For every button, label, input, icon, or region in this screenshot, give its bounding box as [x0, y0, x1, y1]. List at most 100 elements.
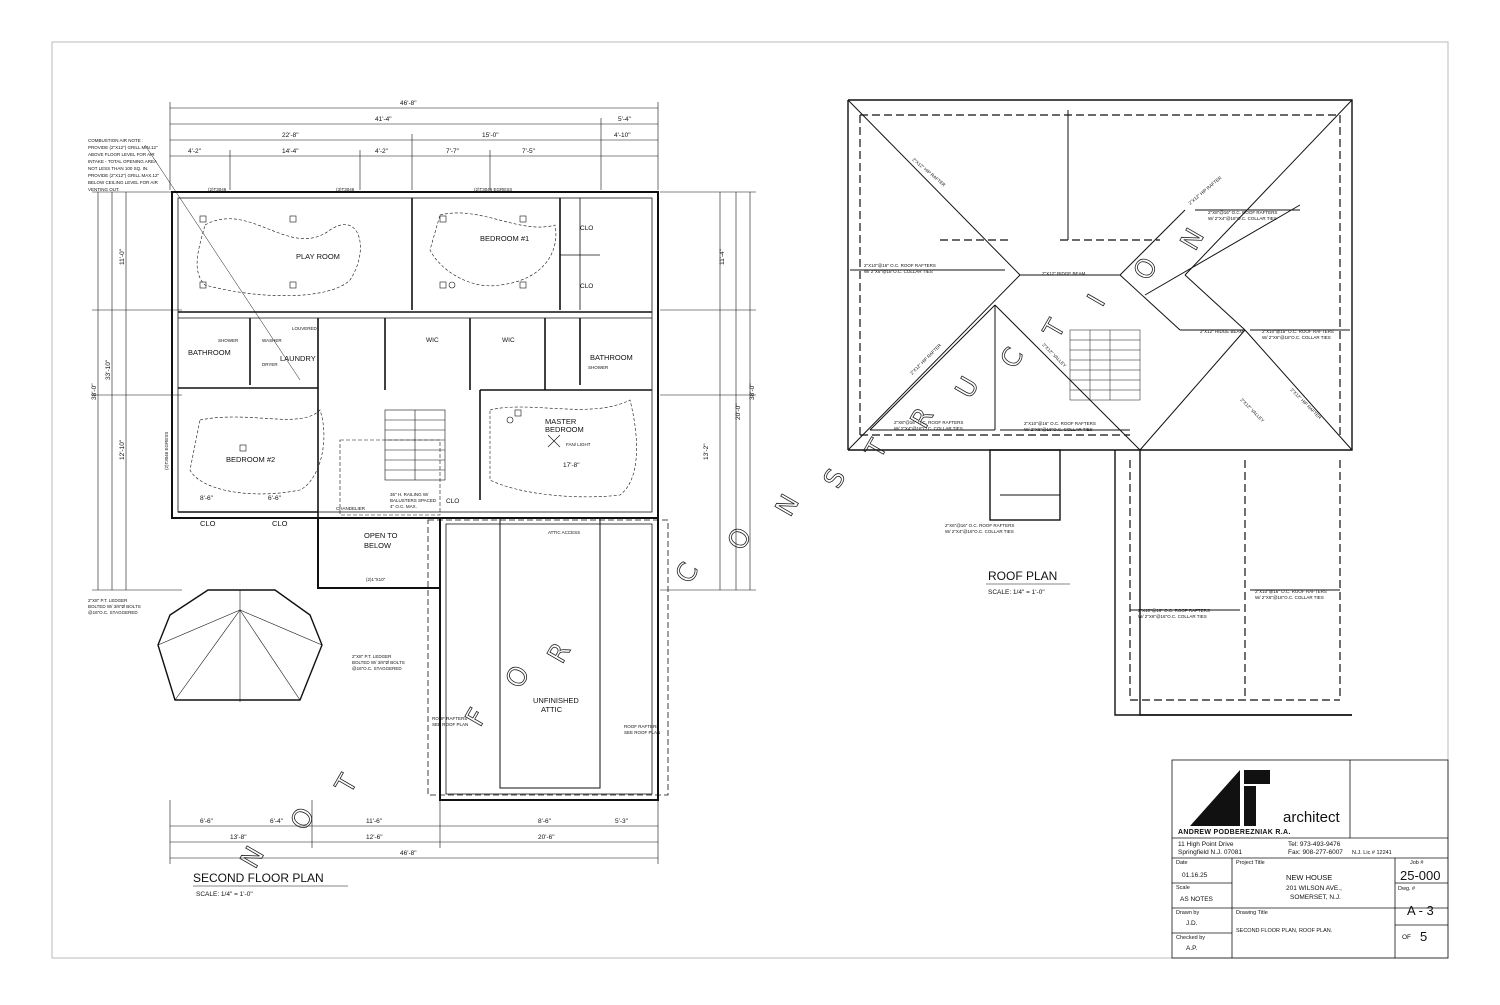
note-rafters: W/ 2"X6"@16"O.C. COLLAR TIES: [1138, 614, 1207, 619]
architect-tel: Tel: 973-493-9476: [1288, 841, 1341, 848]
architect-name: ANDREW PODBEREZNIAK R.A.: [1178, 829, 1291, 836]
label-shower-1: SHOWER: [218, 338, 239, 343]
note-fan-light: FAN/ LIGHT: [566, 442, 591, 447]
note-louvered: LOUVERED: [292, 326, 318, 331]
dim-left-11-0: 11'-0": [119, 248, 126, 265]
label-washer: WASHER: [262, 338, 282, 343]
label-dryer: DRYER: [262, 362, 278, 367]
side-dimension-lines: [92, 191, 756, 591]
note-rafters: W/ 2"X6"@16"O.C. COLLAR TIES: [1255, 595, 1324, 600]
dim-bed2-8-6: 8'-6": [200, 495, 214, 502]
note-rafters: W/ 2"X4"@16"O.C. COLLAR TIES: [1208, 216, 1277, 221]
label-shower-2: SHOWER: [588, 365, 609, 370]
label-below: BELOW: [364, 541, 392, 550]
note-hip: 2"X12" HIP RAFTER: [911, 157, 947, 188]
roof-plan-title: ROOF PLAN: [988, 569, 1057, 583]
scale-label: Scale: [1176, 885, 1190, 891]
note-ledger: BOLTED W/ 3/8"Ø BOLTS: [88, 604, 141, 609]
dim-left-overall: 38'-0": [91, 383, 98, 400]
dim-bot-6-4: 6'-4": [270, 818, 284, 825]
watermark-letter: U: [950, 372, 985, 403]
note-hip: 2"X12" HIP RAFTER: [1187, 175, 1223, 206]
dim-bot-13-8: 13'-8": [230, 834, 247, 841]
note-rafters: 2"X10"@16" O.C. ROOF RAFTERS: [1138, 608, 1210, 613]
closet-5: CLO: [446, 498, 459, 505]
dim-overall-top: 46'-8": [400, 100, 417, 107]
architect-fax: Fax: 908-277-6007: [1288, 849, 1343, 856]
dim-right-11-4: 11'-4": [719, 248, 726, 265]
watermark-letter: I: [1082, 290, 1112, 312]
exterior-walls: [171, 191, 659, 801]
dim-bot-6-6: 6'-6": [200, 818, 214, 825]
note-window: (2)T3046: [208, 187, 227, 192]
bearing-walls-below: [859, 114, 1341, 701]
architect-address-2: Springfield N.J. 07081: [1178, 849, 1242, 856]
electrical-wiring: [189, 212, 637, 498]
dim-master-17-8: 17'-8": [563, 462, 580, 469]
sheet-border: [51, 41, 1449, 959]
date-label: Date: [1176, 860, 1188, 866]
note-railing: 36" H. RAILING W/: [390, 492, 429, 497]
room-master: MASTER: [545, 417, 577, 426]
roof-outline: [847, 99, 1353, 716]
room-play-room: PLAY ROOM: [296, 252, 340, 261]
closet-1: CLO: [200, 519, 216, 528]
watermark-letter: N: [770, 490, 806, 522]
watermark-letter: S: [818, 464, 852, 493]
note-line: PROVIDE (2"X12") GRILL MIN.12": [88, 145, 158, 150]
note-rafters: W/ 2"X4"@16"O.C. COLLAR TIES: [894, 426, 963, 431]
note-rafters: 2"X10"@16" O.C. ROOF RAFTERS: [1255, 589, 1327, 594]
note-line: COMBUSTION AIR NOTE :: [88, 138, 143, 143]
watermark-letter: O: [285, 803, 321, 836]
note-hip: 2"X12" HIP RAFTER: [1289, 387, 1322, 420]
checked-by-label: Checked by: [1176, 935, 1206, 941]
scale-value: AS NOTES: [1180, 896, 1213, 903]
note-line: BELOW CEILING LEVEL FOR AIR: [88, 180, 159, 185]
dim-left-33-10: 33'-10": [105, 359, 112, 380]
watermark-letter: T: [1038, 315, 1072, 345]
architect-logo: [1190, 770, 1270, 826]
combustion-air-note: COMBUSTION AIR NOTE : PROVIDE (2"X12") G…: [88, 138, 160, 192]
dim-top-22-8: 22'-8": [282, 132, 299, 139]
dim-bot-8-6: 8'-6": [538, 818, 552, 825]
watermark-letter: C: [670, 558, 705, 589]
note-egress-window: (2)T3046 EGRESS: [474, 187, 512, 192]
note-header: (2)1"X10": [366, 577, 386, 582]
watermark-letter: N: [1175, 224, 1211, 256]
note-rafters: W/ 2"X6"@16"O.C. COLLAR TIES: [1262, 335, 1331, 340]
room-unfinished: UNFINISHED: [533, 696, 579, 705]
note-ledger: 2"X8" P.T. LEDGER: [88, 598, 128, 603]
job-label: Job #: [1410, 860, 1424, 866]
dim-bot-12-6: 12'-6": [366, 834, 383, 841]
note-ledger: 2"X8" P.T. LEDGER: [352, 654, 392, 659]
note-ridge: 2"X12" RIDGE BEAM: [1200, 329, 1243, 334]
watermark-letter: T: [860, 435, 894, 465]
sheet-total: 5: [1420, 929, 1428, 944]
dim-bot-5-3: 5'-3": [615, 818, 629, 825]
dim-bot-11-6: 11'-6": [366, 818, 383, 825]
checked-by-value: A.P.: [1186, 945, 1198, 952]
lower-roof-outline: [427, 519, 669, 796]
watermark-letter: O: [500, 661, 536, 694]
note-valley: 2"X12" VALLEY: [1239, 397, 1265, 423]
job-number: 25-000: [1400, 868, 1441, 883]
room-attic: ATTIC: [541, 705, 563, 714]
note-line: INTAKE - TOTAL OPENING AREA: [88, 159, 157, 164]
note-rafters: 2"X10"@16" O.C. ROOF RAFTERS: [864, 263, 936, 268]
room-bedroom-1: BEDROOM #1: [480, 234, 529, 243]
project-address-1: 201 WILSON AVE.,: [1286, 885, 1342, 892]
note-rafters: W/ 2"X6"@16"O.C. COLLAR TIES: [864, 269, 933, 274]
date-value: 01.16.25: [1182, 872, 1208, 879]
octagonal-bay: [157, 589, 323, 702]
drawing-title-label: Drawing Title: [1236, 910, 1268, 916]
dim-bed2-6-6: 6'-6": [268, 495, 282, 502]
dim-top-15-0: 15'-0": [482, 132, 499, 139]
dwg-number: A - 3: [1407, 903, 1434, 918]
project-name: NEW HOUSE: [1286, 873, 1333, 882]
closet-2: CLO: [272, 519, 288, 528]
dim-overall-bottom: 46'-8": [400, 850, 417, 857]
dim-right-20-0: 20'-0": [735, 403, 742, 420]
dim-left-12-10: 12'-10": [119, 439, 126, 460]
